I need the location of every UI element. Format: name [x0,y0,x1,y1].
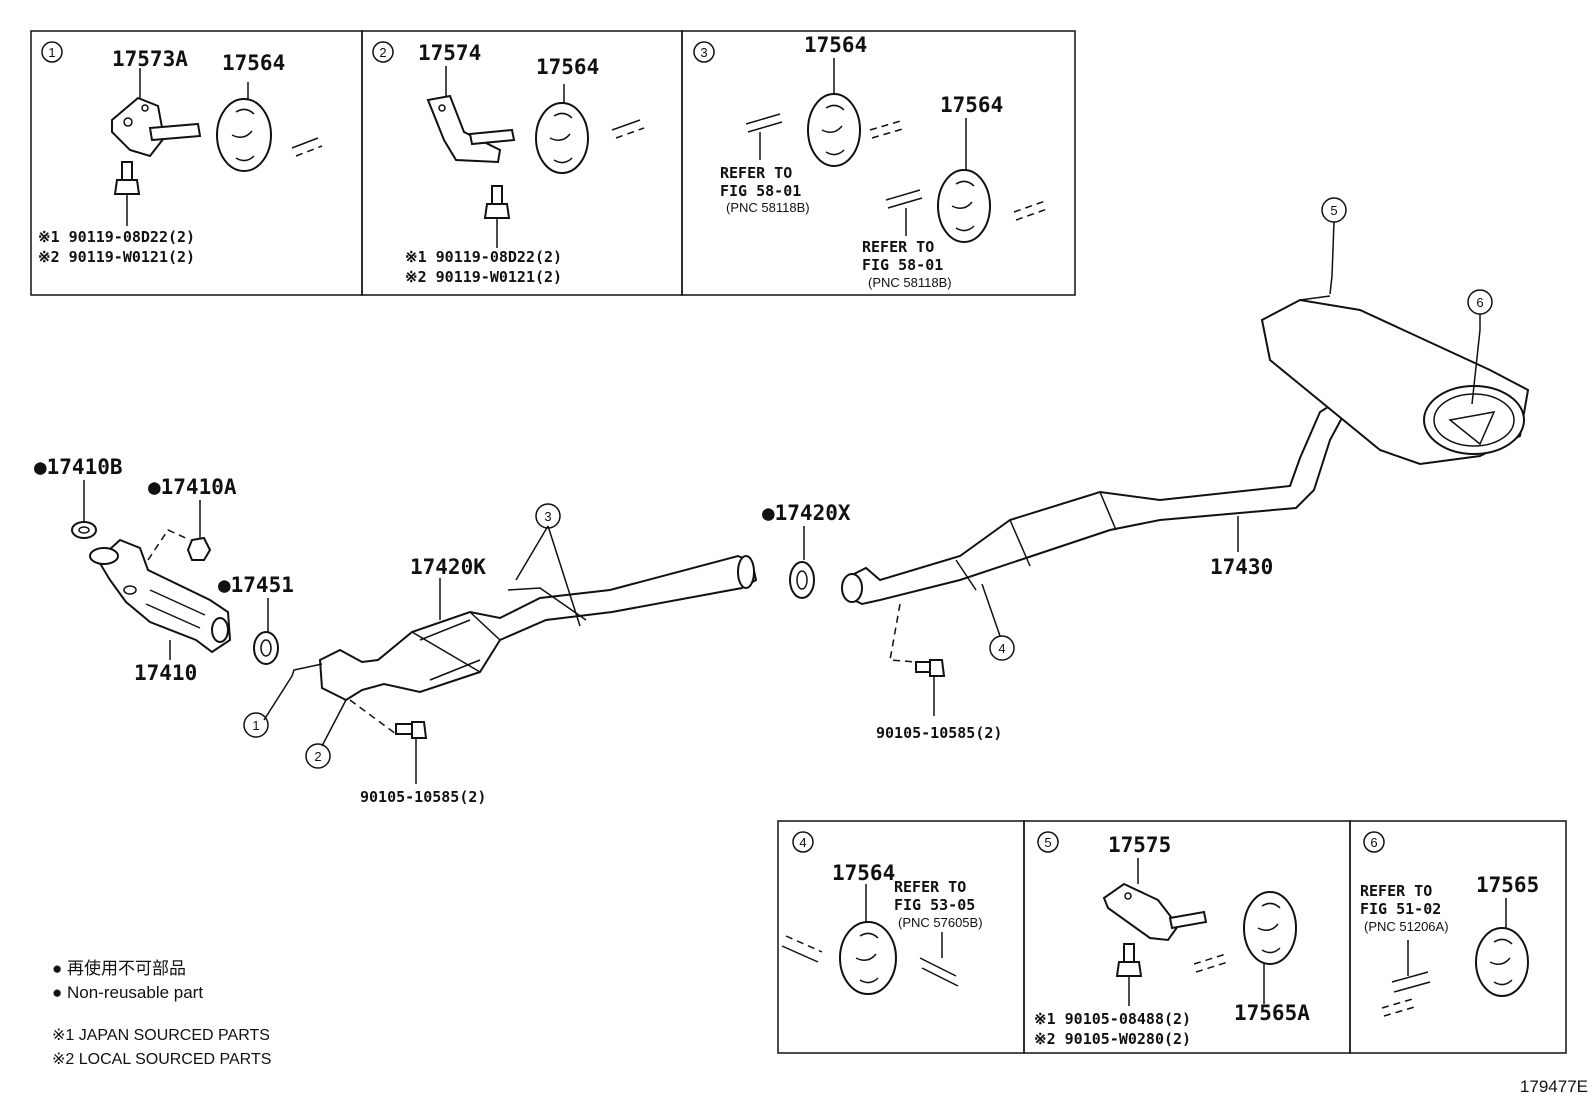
box5-bolt-jp: ※1 90105-08488(2) [1034,1010,1191,1028]
box1-bolt-local: ※2 90119-W0121(2) [38,248,195,266]
svg-text:5: 5 [1330,203,1337,218]
part-17410-label: 17410 [134,661,197,685]
box3-ref-b-line1: REFER TO [862,238,934,256]
bracket-17573A-drawing [111,68,202,158]
insulator-17564-drawing-2 [535,84,589,174]
detail-box-5: 5 17575 17565A ※1 90105-08488(2) ※2 9010… [1023,820,1351,1054]
box3-ref-a-line3: (PNC 58118B) [726,200,810,215]
svg-text:4: 4 [998,641,1005,656]
part-17410A-label: ●17410A [148,475,237,499]
bolt-drawing-2 [483,185,511,248]
box2-bolt-jp: ※1 90119-08D22(2) [405,248,562,266]
bolt-box5-drawing [1115,943,1143,1006]
box2-insulator-label: 17564 [536,55,599,79]
front-pipe-17420K [291,554,758,702]
box4-insulator-label: 17564 [832,861,895,885]
box6-number: 6 [1370,835,1377,850]
callout-2: 2 [305,699,347,769]
bracket-17574-drawing [426,66,516,164]
legend-japan-sourced: ※1 JAPAN SOURCED PARTS [52,1027,270,1044]
box5-number: 5 [1044,835,1051,850]
box2-bracket-label: 17574 [418,41,481,65]
box1-bolt-jp: ※1 90119-08D22(2) [38,228,195,246]
part-17410B-label: ●17410B [34,455,123,479]
box5-bolt-local: ※2 90105-W0280(2) [1034,1030,1191,1048]
box4-ref-line1: REFER TO [894,878,966,896]
box6-insulator-label: 17565 [1476,873,1539,897]
detail-box-3: 3 17564 17564 REFER TO FIG 58-01 (PNC 58… [681,30,1076,296]
callout-6: 6 [1467,289,1493,330]
insulator-box5-drawing [1243,891,1297,1004]
insulator-b-drawing [937,118,991,243]
box1-bracket-label: 17573A [112,47,188,71]
callout-1: 1 [243,675,293,738]
box2-bolt-local: ※2 90119-W0121(2) [405,268,562,286]
box3-insulator-b-label: 17564 [940,93,1003,117]
svg-text:1: 1 [252,718,259,733]
box4-ref-line2: FIG 53-05 [894,896,975,914]
legend-jp: ● 再使用不可部品 [52,958,186,978]
bolt-right-label: 90105-10585(2) [876,724,1002,742]
box4-ref-line3: (PNC 57605B) [898,915,983,930]
callout-5: 5 [1321,197,1347,277]
insulator-box4-drawing [839,884,897,995]
insulator-a-drawing [807,58,861,167]
detail-box-6: 6 17565 REFER TO FIG 51-02 (PNC 51206A) [1349,820,1567,1054]
callout-4: 4 [981,583,1015,661]
box6-ref-line2: FIG 51-02 [1360,900,1441,918]
box1-insulator-label: 17564 [222,51,285,75]
svg-text:2: 2 [314,749,321,764]
bolt-drawing [113,161,141,226]
detail-box-2: 2 17574 17564 ※1 90119-08D22(2) ※2 90119… [361,30,683,296]
box3-insulator-a-label: 17564 [804,33,867,57]
nut-17410A [147,500,212,561]
insulator-box6-drawing [1475,898,1529,997]
box4-number: 4 [799,835,806,850]
exhaust-manifold-17410 [89,538,232,660]
insulator-17564-drawing [216,82,272,172]
box1-number: 1 [48,45,55,60]
detail-box-1: 1 17573A 17564 ※1 90119-08D22(2) ※2 9011… [30,30,363,296]
detail-box-4: 4 17564 REFER TO FIG 53-05 (PNC 57605B) [777,820,1025,1054]
box6-ref-line3: (PNC 51206A) [1364,919,1449,934]
box3-ref-a-line2: FIG 58-01 [720,182,801,200]
box6-ref-line1: REFER TO [1360,882,1432,900]
box3-ref-a-line1: REFER TO [720,164,792,182]
part-17451-label: ●17451 [218,573,294,597]
legend-non-reusable: ● Non-reusable part [52,983,203,1002]
bolt-left-label: 90105-10585(2) [360,788,486,806]
gasket-17451 [253,598,279,665]
callout-3: 3 [515,503,581,627]
diagram-id: 179477E [1520,1077,1588,1096]
gasket-17420X [789,526,815,599]
box5-bracket-label: 17575 [1108,833,1171,857]
box3-ref-b-line2: FIG 58-01 [862,256,943,274]
gasket-17410B [71,480,97,539]
svg-text:3: 3 [544,509,551,524]
box2-number: 2 [379,45,386,60]
part-17420K-label: 17420K [410,555,486,579]
bracket-17575-drawing [1102,858,1208,942]
legend-local-sourced: ※2 LOCAL SOURCED PARTS [52,1051,271,1068]
part-17430-label: 17430 [1210,555,1273,579]
rear-muffler [1260,275,1530,466]
flange-bolt-left [349,699,428,784]
box3-number: 3 [700,45,707,60]
svg-text:6: 6 [1476,295,1483,310]
box3-ref-b-line3: (PNC 58118B) [868,275,952,290]
part-17420X-label: ●17420X [762,501,851,525]
box5-insulator-label: 17565A [1234,1001,1310,1025]
flange-bolt-right [889,603,946,716]
